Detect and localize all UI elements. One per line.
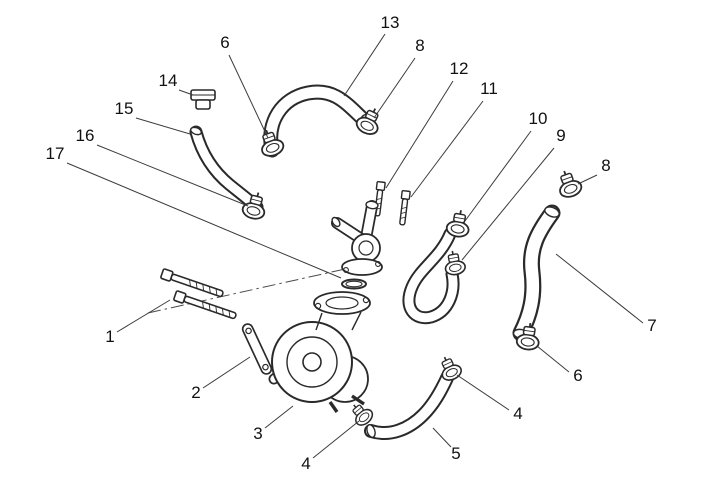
- callout-label: 6: [220, 33, 229, 52]
- leader-line: [96, 144, 249, 207]
- bolt-small-2: [397, 189, 411, 226]
- center-axis-line: [147, 262, 373, 314]
- hose-lower: [365, 378, 447, 438]
- callout-16: 16: [76, 126, 249, 207]
- callout-label: 5: [451, 444, 460, 463]
- callout-14: 14: [159, 71, 194, 96]
- callout-12: 12: [385, 59, 469, 189]
- leader-line: [264, 405, 294, 429]
- callout-4-right: 4: [456, 374, 523, 423]
- o-ring-seal: [341, 278, 367, 290]
- callout-label: 4: [513, 404, 522, 423]
- leader-line: [461, 147, 555, 261]
- callout-label: 11: [480, 79, 498, 98]
- leader-line: [312, 420, 360, 459]
- leader-line: [178, 89, 194, 96]
- callout-label: 16: [76, 126, 95, 145]
- callout-4-lower: 4: [301, 420, 360, 473]
- callout-15: 15: [115, 99, 191, 135]
- leader-line: [373, 57, 416, 119]
- leader-line: [456, 374, 510, 411]
- callout-label: 13: [381, 13, 400, 32]
- callout-7: 7: [555, 253, 657, 335]
- leader-line: [228, 54, 269, 139]
- leader-line: [432, 427, 452, 448]
- callout-label: 8: [601, 156, 610, 175]
- callout-13: 13: [343, 13, 400, 97]
- callout-label: 17: [46, 144, 65, 163]
- callout-label: 12: [450, 59, 469, 78]
- coolant-outlet-housing: [331, 201, 383, 276]
- callout-2: 2: [191, 356, 251, 402]
- leader-line: [410, 100, 484, 198]
- callout-3: 3: [253, 405, 294, 443]
- callout-6-right: 6: [536, 345, 583, 385]
- callout-17: 17: [46, 144, 342, 279]
- callout-8-right: 8: [577, 156, 611, 185]
- hose-clip: [190, 89, 216, 110]
- leader-line: [577, 174, 598, 185]
- callout-label: 4: [301, 454, 310, 473]
- hose-u-shaped: [409, 234, 453, 318]
- callout-label: 9: [556, 126, 565, 145]
- clamp-u-hose-top: [444, 207, 473, 240]
- leader-line: [385, 80, 454, 189]
- water-pump-body: [272, 291, 371, 413]
- callout-label: 8: [415, 36, 424, 55]
- leader-line: [135, 117, 191, 135]
- callout-8-upper: 8: [373, 36, 425, 119]
- leader-line: [343, 33, 386, 97]
- hose-right: [513, 205, 561, 340]
- callout-label: 1: [105, 327, 114, 346]
- callout-9: 9: [461, 126, 566, 261]
- callout-label: 3: [253, 424, 262, 443]
- callout-label: 7: [647, 316, 656, 335]
- callout-5: 5: [432, 427, 461, 463]
- leader-line: [66, 162, 342, 279]
- leader-line: [464, 130, 532, 222]
- leader-line: [116, 299, 171, 333]
- bolt-long-1: [159, 267, 226, 300]
- leader-line: [555, 253, 644, 324]
- callout-label: 6: [573, 366, 582, 385]
- callout-6-upper: 6: [220, 33, 269, 139]
- callout-10: 10: [464, 109, 548, 222]
- callout-11: 11: [410, 79, 498, 198]
- leader-line: [202, 356, 251, 389]
- callout-label: 10: [529, 109, 548, 128]
- callout-1: 1: [105, 299, 171, 346]
- leader-line: [536, 345, 570, 373]
- hose-left: [190, 126, 257, 207]
- callout-label: 15: [115, 99, 134, 118]
- mounting-bracket: [241, 323, 273, 375]
- callout-label: 14: [159, 71, 178, 90]
- callout-label: 2: [191, 383, 200, 402]
